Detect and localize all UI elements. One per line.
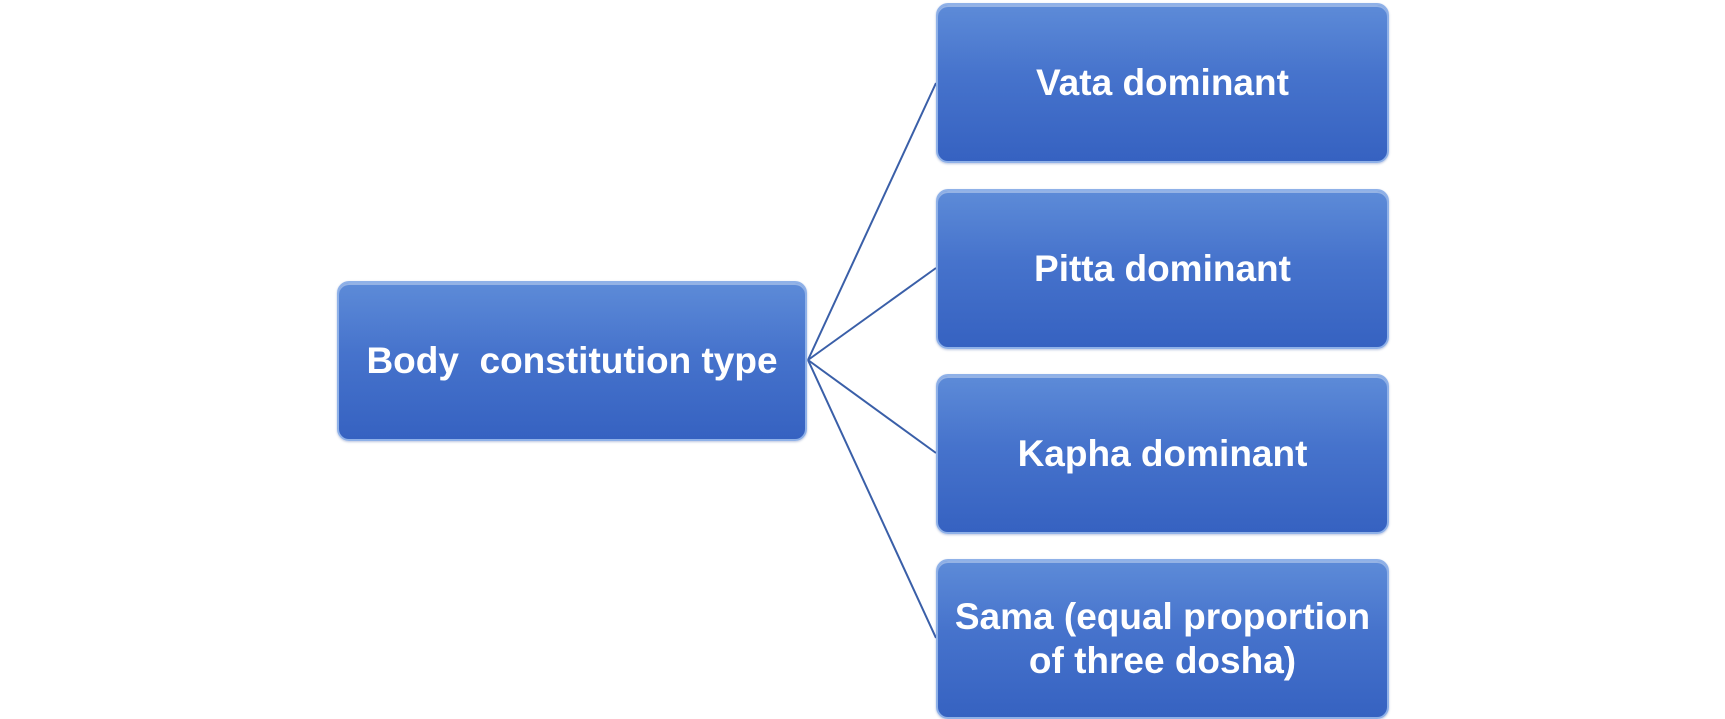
child-node-label: Pitta dominant: [1034, 247, 1291, 289]
child-node-label: Vata dominant: [1036, 61, 1289, 103]
child-node-vata-dominant: Vata dominant: [936, 3, 1389, 163]
connector-line-kapha: [807, 359, 937, 454]
child-node-label: Kapha dominant: [1017, 432, 1308, 474]
connector-line-sama: [807, 359, 937, 639]
connector-line-vata: [807, 82, 937, 361]
child-node-kapha-dominant: Kapha dominant: [936, 374, 1389, 534]
child-node-pitta-dominant: Pitta dominant: [936, 189, 1389, 349]
child-node-sama: Sama (equal proportion of three dosha): [936, 559, 1389, 719]
root-node-label: Body constitution type: [366, 339, 778, 381]
root-node-body-constitution-type: Body constitution type: [337, 281, 807, 441]
child-node-label: Sama (equal proportion of three dosha): [954, 595, 1381, 681]
connector-line-pitta: [807, 267, 937, 361]
